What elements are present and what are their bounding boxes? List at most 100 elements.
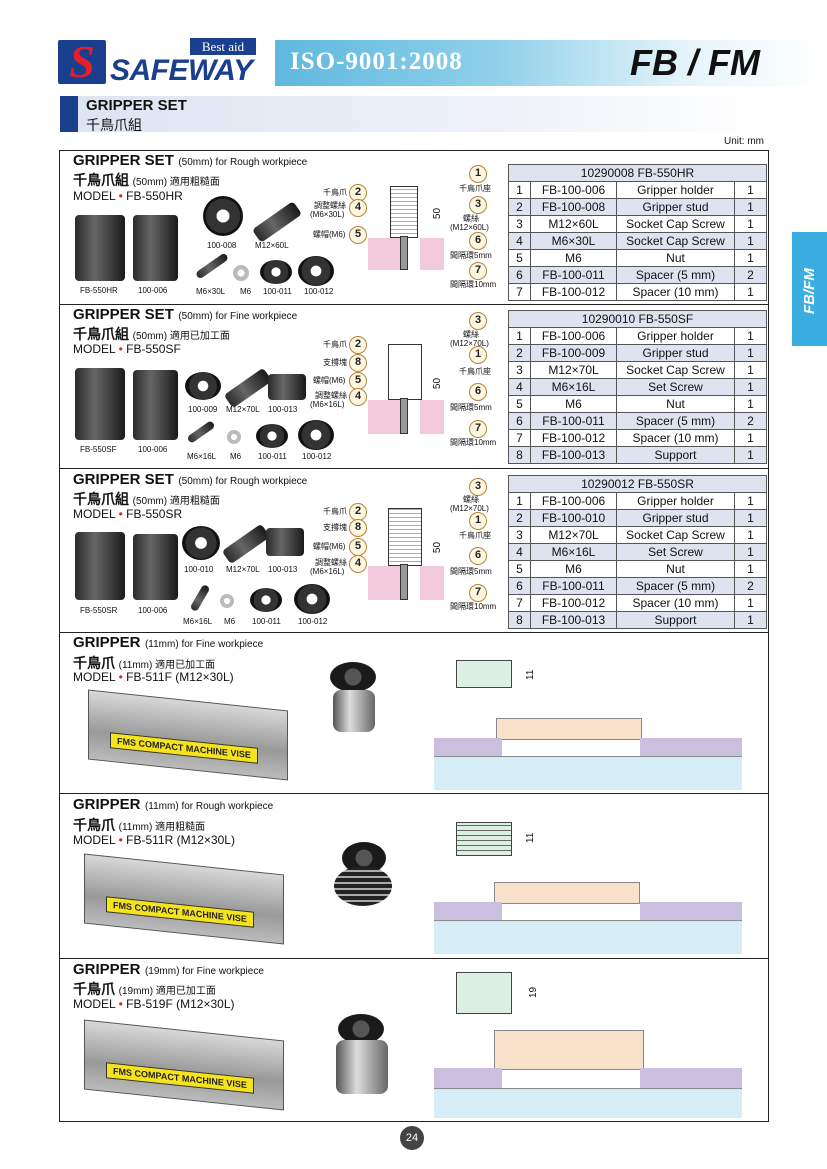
- table-cell-qty: 1: [734, 509, 767, 527]
- part-label: M6×16L: [187, 452, 217, 461]
- table-cell-code: FB-100-006: [530, 492, 617, 510]
- table-cell-qty: 1: [734, 429, 767, 447]
- table-cell-qty: 1: [734, 249, 767, 267]
- vise-jaw: [434, 738, 502, 756]
- callout-text: 調整螺絲: [315, 558, 347, 567]
- part-label: M12×60L: [255, 241, 289, 250]
- gripper-base-photo: [333, 690, 375, 732]
- callout-3: 3: [469, 312, 487, 330]
- table-header-row: 10290012 FB-550SR: [508, 475, 767, 493]
- table-cell-desc: Support: [616, 446, 735, 464]
- part-label: 100-010: [184, 565, 214, 574]
- table-cell-no: 5: [508, 560, 531, 578]
- table-cell-no: 8: [508, 446, 531, 464]
- callout-text: 螺絲: [463, 495, 479, 504]
- table-header-row: 10290010 FB-550SF: [508, 310, 767, 328]
- table-cell-code: M6: [530, 249, 617, 267]
- table-cell-no: 6: [508, 412, 531, 430]
- callout-text: 調整螺絲: [315, 391, 347, 400]
- gripper-holder-photo: [133, 215, 178, 281]
- table-cell-no: 4: [508, 378, 531, 396]
- callout-5: 5: [349, 226, 367, 244]
- vise-body: [434, 756, 742, 790]
- table-cell-no: 6: [508, 577, 531, 595]
- table-cell-code: M6: [530, 395, 617, 413]
- drawing-screw: [400, 564, 408, 600]
- table-cell-no: 1: [508, 181, 531, 199]
- callout-text: 間隔環5mm: [450, 251, 492, 260]
- table-cell-no: 7: [508, 283, 531, 301]
- table-cell-qty: 1: [734, 327, 767, 345]
- table-cell-no: 3: [508, 215, 531, 233]
- spacer-5-photo: [260, 260, 292, 284]
- divider: [59, 632, 769, 633]
- spacer-5-photo: [250, 588, 282, 612]
- table-cell-no: 2: [508, 198, 531, 216]
- gripper-profile: [456, 972, 512, 1014]
- table-cell-qty: 1: [734, 543, 767, 561]
- table-cell-qty: 1: [734, 198, 767, 216]
- gripper-top-photo: [338, 1014, 384, 1044]
- drawing-block: [420, 566, 444, 600]
- table-cell-desc: Socket Cap Screw: [616, 526, 735, 544]
- table-cell-no: 7: [508, 429, 531, 447]
- callout-text: (M12×60L): [450, 223, 489, 232]
- part-label: 100-011: [258, 452, 287, 461]
- divider: [59, 468, 769, 469]
- set-3-cn: 千鳥爪組 (50mm) 適用粗糙面: [73, 491, 220, 507]
- drawing-block: [420, 238, 444, 270]
- table-cell-qty: 1: [734, 594, 767, 612]
- callout-text: 螺帽(M6): [313, 230, 346, 239]
- callout-text: 間隔環5mm: [450, 567, 492, 576]
- table-cell-desc: Socket Cap Screw: [616, 361, 735, 379]
- callout-6: 6: [469, 383, 487, 401]
- side-tab[interactable]: FB/FM: [792, 232, 827, 346]
- callout-6: 6: [469, 232, 487, 250]
- callout-text: 千鳥爪: [323, 340, 347, 349]
- logo-mark: [58, 40, 106, 84]
- table-cell-code: M6: [530, 560, 617, 578]
- part-label: M6: [230, 452, 242, 461]
- gripper-stud-photo: [182, 526, 220, 560]
- drawing-block: [368, 400, 400, 434]
- callout-text: 千鳥爪座: [459, 184, 491, 193]
- brand-name: SAFEWAY: [110, 54, 253, 87]
- table-cell-desc: Set Screw: [616, 378, 735, 396]
- gripper-holder-photo: [75, 215, 125, 281]
- gripper-1-cn: 千鳥爪 (11mm) 適用已加工面: [73, 655, 216, 671]
- spacer-5-photo: [256, 424, 288, 448]
- series-title: FB / FM: [630, 42, 760, 83]
- table-cell-desc: Gripper holder: [616, 327, 735, 345]
- table-cell-qty: 1: [734, 378, 767, 396]
- table-cell-desc: Nut: [616, 560, 735, 578]
- drawing-block: [368, 566, 400, 600]
- table-cell-code: FB-100-011: [530, 412, 617, 430]
- table-title: 10290010 FB-550SF: [508, 310, 767, 328]
- table-header-row: 10290008 FB-550HR: [508, 164, 767, 182]
- gripper-1-model: MODEL • FB-511F (M12×30L): [73, 670, 234, 684]
- table-cell-no: 7: [508, 594, 531, 612]
- drawing-gripper: [388, 344, 422, 400]
- spacer-10-photo: [294, 584, 330, 614]
- nut-photo: [233, 265, 249, 281]
- gripper-3-heading: GRIPPER (19mm) for Fine workpiece: [73, 961, 264, 978]
- table-cell-desc: Set Screw: [616, 543, 735, 561]
- gripper-holder-photo: [133, 534, 178, 600]
- callout-7: 7: [469, 420, 487, 438]
- table-cell-code: FB-100-012: [530, 594, 617, 612]
- spacer-10-photo: [298, 256, 334, 286]
- callout-1: 1: [469, 165, 487, 183]
- table-cell-no: 2: [508, 344, 531, 362]
- table-cell-qty: 2: [734, 412, 767, 430]
- content-frame: [59, 150, 769, 1122]
- workpiece: [494, 1030, 644, 1070]
